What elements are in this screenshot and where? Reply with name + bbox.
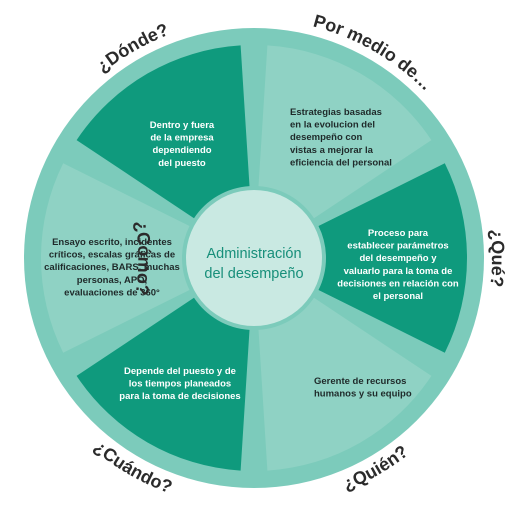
- center-circle: [186, 190, 322, 326]
- segment-shape-por-medio: [258, 45, 432, 219]
- segment-shape-como: [40, 163, 190, 353]
- question-label-que: ¿Qué?: [486, 228, 508, 288]
- segment-shape-quien: [258, 297, 432, 471]
- segment-shape-que: [318, 163, 468, 353]
- segment-shape-donde: [76, 45, 250, 219]
- segment-shape-cuando: [76, 297, 250, 471]
- question-label-como: ¿Cómo?: [132, 220, 155, 297]
